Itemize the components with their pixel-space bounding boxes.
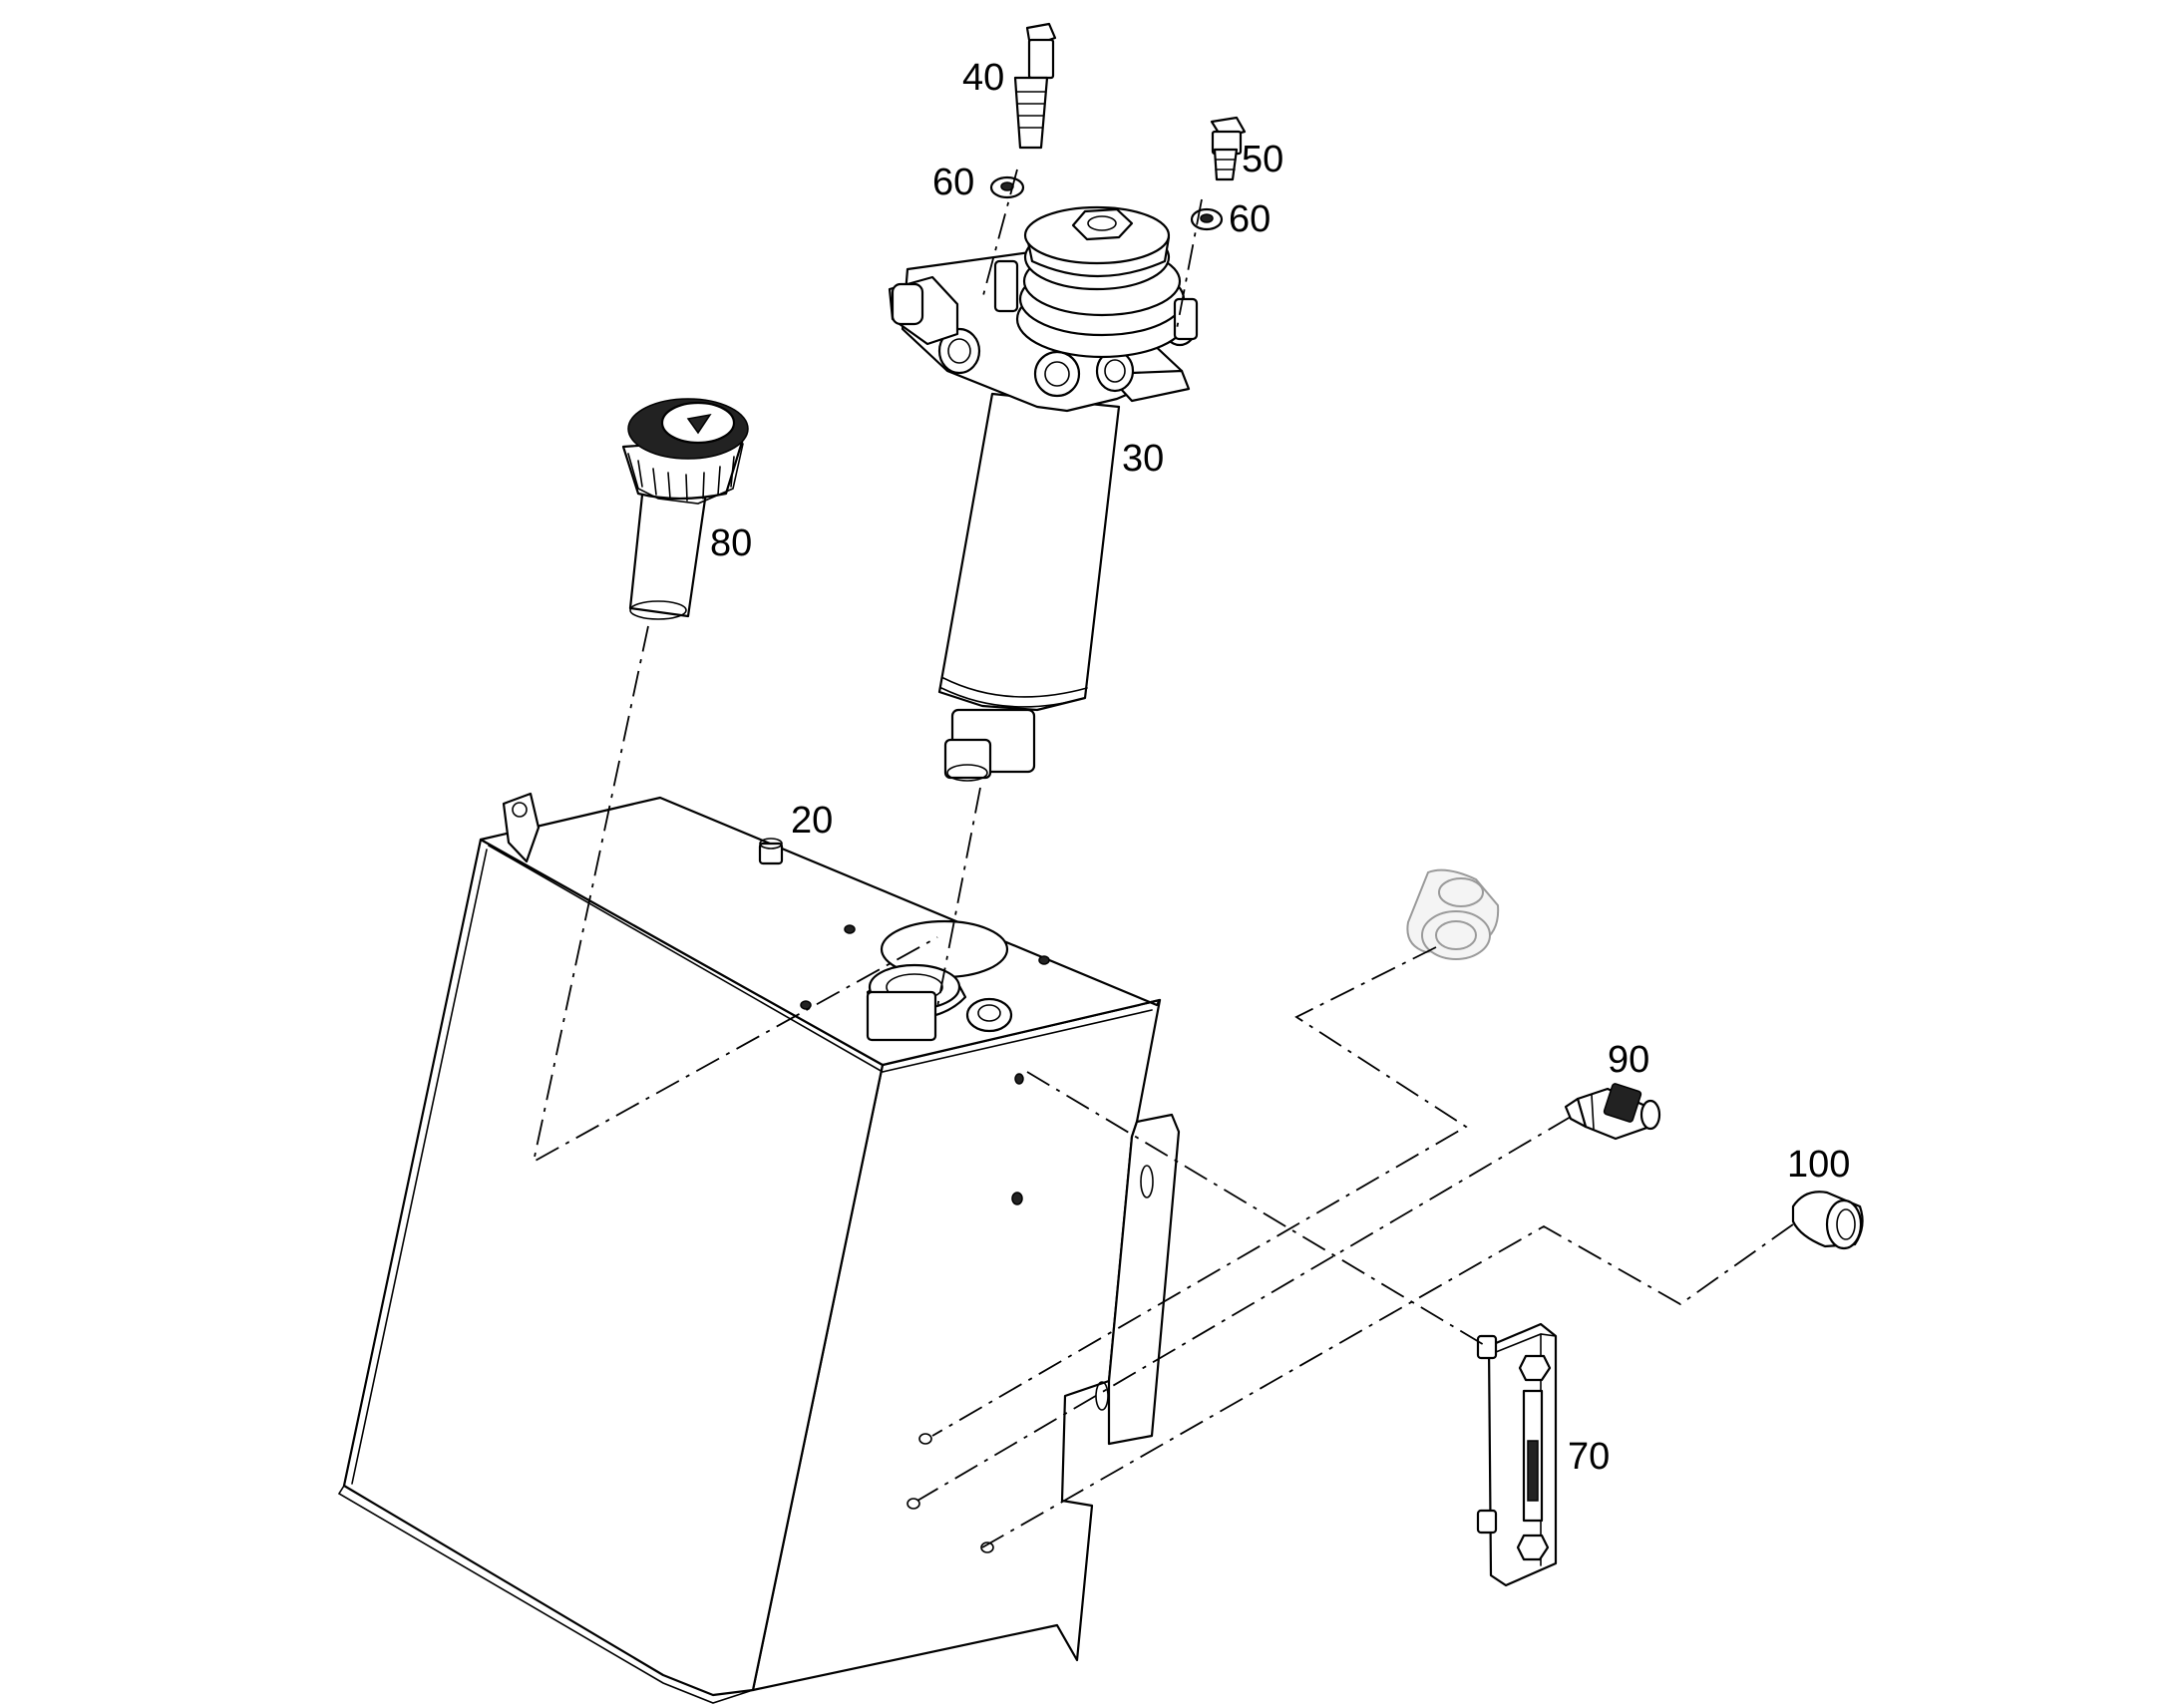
plug-fitting [1406,868,1500,960]
level-sight-gauge-70 [1476,1322,1558,1587]
bolt-40 [1013,22,1057,150]
callout-80: 80 [710,522,752,564]
filler-breather-80 [621,398,749,620]
part-callouts: 20 30 40 50 60 60 70 80 90 100 [710,57,1850,1478]
callout-40: 40 [962,57,1004,99]
callout-30: 30 [1122,438,1164,480]
washer-60-right [1190,207,1224,231]
bolt-50 [1210,116,1247,181]
callout-100: 100 [1787,1144,1850,1186]
callout-60-left: 60 [932,162,974,203]
callout-60-right: 60 [1229,198,1271,240]
blanking-plug-100 [1791,1191,1864,1250]
return-filter [888,205,1199,782]
washer-60-left [989,175,1025,199]
callout-50: 50 [1242,139,1283,180]
callout-20: 20 [791,800,833,842]
callout-70: 70 [1568,1436,1610,1478]
hydraulic-tank [337,792,1181,1704]
callout-90: 90 [1608,1039,1649,1081]
temperature-sensor-90 [1564,1083,1661,1141]
assembly-leader-lines [532,169,1794,1548]
